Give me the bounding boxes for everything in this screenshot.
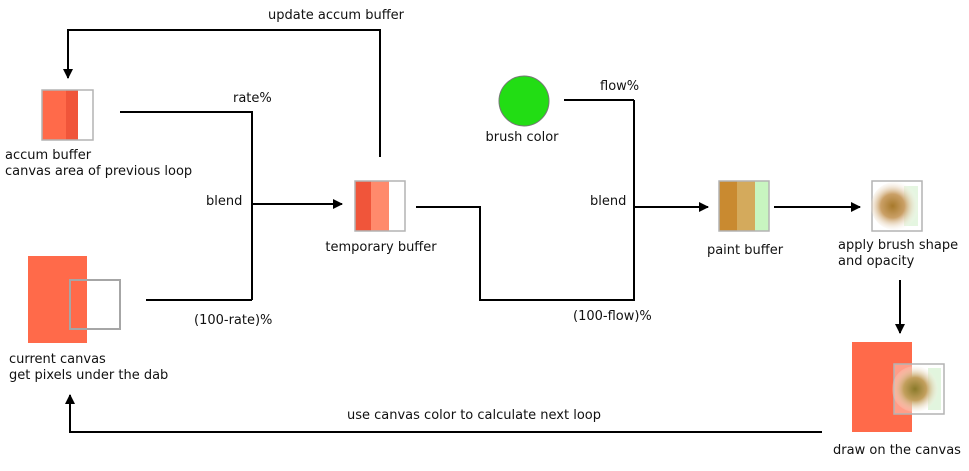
draw-on-canvas-label: draw on the canvas bbox=[833, 443, 961, 458]
update-accum-label: update accum buffer bbox=[267, 8, 405, 23]
apply-brush-label: apply brush shape bbox=[838, 238, 959, 253]
apply-brush-sublabel: and opacity bbox=[838, 254, 915, 269]
temp-to-blend-line bbox=[416, 100, 635, 301]
current-canvas-label: current canvas bbox=[9, 352, 106, 367]
apply-brush-swatch bbox=[871, 180, 923, 232]
accum-to-blend-line bbox=[120, 111, 253, 300]
accum-buffer-swatch bbox=[41, 89, 94, 141]
current-canvas-swatch bbox=[28, 256, 121, 343]
temporary-buffer-swatch bbox=[354, 180, 406, 232]
one-minus-rate-label: (100-rate)% bbox=[194, 313, 273, 328]
accum-buffer-label: accum buffer bbox=[5, 148, 92, 163]
next-loop-arrow bbox=[65, 394, 822, 433]
paint-buffer-label: paint buffer bbox=[706, 243, 784, 258]
temporary-buffer-label: temporary buffer bbox=[325, 240, 437, 255]
draw-canvas-swatch bbox=[852, 342, 945, 432]
next-loop-label: use canvas color to calculate next loop bbox=[346, 408, 602, 423]
brush-color-label: brush color bbox=[485, 130, 559, 145]
update-accum-arrow bbox=[63, 29, 381, 157]
flow-label: flow% bbox=[600, 79, 640, 94]
rate-label: rate% bbox=[233, 91, 272, 106]
current-canvas-sublabel: get pixels under the dab bbox=[9, 368, 169, 383]
accum-buffer-sublabel: canvas area of previous loop bbox=[5, 164, 193, 179]
brush-color-circle bbox=[498, 75, 550, 127]
blend-left-label: blend bbox=[206, 194, 243, 209]
paint-buffer-swatch bbox=[718, 180, 770, 232]
blend-right-label: blend bbox=[590, 194, 627, 209]
one-minus-flow-label: (100-flow)% bbox=[573, 309, 652, 324]
